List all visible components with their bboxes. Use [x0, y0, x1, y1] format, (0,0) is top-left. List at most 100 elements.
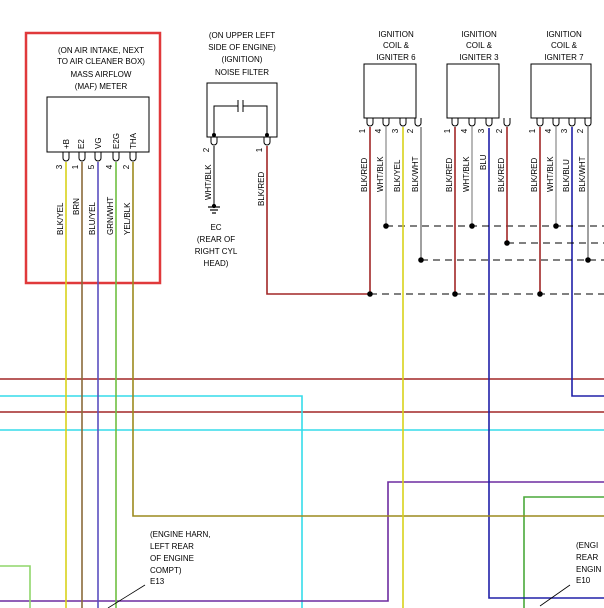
splice-dot: [537, 291, 543, 297]
filter-component-box: [206, 82, 278, 138]
filter-location-line-1: (ON UPPER LEFT: [209, 31, 275, 40]
maf-terminal-+B: +B: [62, 139, 71, 149]
filter-name-line-1: (IGNITION): [222, 55, 263, 64]
maf-location-line-2: TO AIR CLEANER BOX): [57, 57, 145, 66]
coil-component-box: [530, 63, 592, 119]
filter-pin: 2: [202, 147, 211, 152]
splice-dot: [585, 257, 591, 263]
filter-wire-label: BLK/RED: [257, 172, 266, 206]
wire-green-right: [523, 496, 604, 608]
coil-pin: 1: [443, 128, 452, 133]
ground-icon: [208, 203, 220, 214]
filter-location-line-2: SIDE OF ENGINE): [208, 43, 276, 52]
connector-label-line-4: COMPT): [150, 566, 182, 575]
coil-pin: 3: [560, 128, 569, 133]
splice-dot: [418, 257, 424, 263]
filter-wire-blk-red: [266, 146, 370, 295]
coil-name-line-2: COIL &: [383, 41, 410, 50]
capacitor-icon: [212, 100, 269, 137]
maf-meter: (ON AIR INTAKE, NEXT TO AIR CLEANER BOX)…: [24, 31, 604, 608]
coil-pin: 2: [406, 128, 415, 133]
coil-name-line-2: COIL &: [551, 41, 578, 50]
splice-lines: [370, 225, 604, 295]
wire-blu-coil3: [488, 128, 604, 599]
coil-wire-label: WHT/BLK: [546, 156, 555, 192]
coil-name-line-1: IGNITION: [546, 30, 582, 39]
maf-pin: 2: [122, 164, 131, 169]
coil-wire-label: BLK/YEL: [393, 159, 402, 192]
filter-wire-label: WHT/BLK: [204, 164, 213, 200]
coil-wire-label: BLK/WHT: [411, 156, 420, 192]
coil-pin: 4: [460, 128, 469, 133]
coil-name-line-3: IGNITER 6: [376, 53, 416, 62]
coil-pin: 3: [477, 128, 486, 133]
ground-label-line-1: EC: [210, 223, 221, 232]
splice-dot: [469, 223, 475, 229]
maf-wire-label: YEL/BLK: [123, 202, 132, 235]
coil-pin: 4: [544, 128, 553, 133]
maf-wire-label: BLK/YEL: [56, 202, 65, 235]
connector-label-line-3: ENGIN: [576, 565, 602, 574]
maf-location-line-1: (ON AIR INTAKE, NEXT: [58, 46, 144, 55]
coil-wire-label: BLK/BLU: [562, 159, 571, 192]
maf-terminal-E2G: E2G: [112, 133, 121, 149]
splice-dots: [367, 223, 591, 297]
wire-cyan-1: [0, 395, 303, 608]
ground-label-line-3: RIGHT CYL: [195, 247, 238, 256]
coil-component-box: [446, 63, 500, 119]
coil-pin: 2: [495, 128, 504, 133]
coil-wire-label: BLK/RED: [360, 158, 369, 192]
coil-pin: 4: [374, 128, 383, 133]
coil-wire-label: BLK/WHT: [578, 156, 587, 192]
splice-dot: [367, 291, 373, 297]
wire-navy-right: [571, 160, 604, 397]
connector-e10: (ENGI REAR ENGIN E10: [539, 541, 602, 607]
maf-terminal-THA: THA: [129, 132, 138, 149]
connector-e13: (ENGINE HARN, LEFT REAR OF ENGINE COMPT)…: [107, 530, 210, 608]
coil-name-line-3: IGNITER 3: [459, 53, 499, 62]
connector-label-line-1: (ENGI: [576, 541, 598, 550]
maf-wire-label: GRN/WHT: [106, 197, 115, 235]
maf-terminal-E2: E2: [77, 139, 86, 149]
coil-wire-label: WHT/BLK: [462, 156, 471, 192]
maf-pin: 5: [87, 164, 96, 169]
splice-dot: [452, 291, 458, 297]
maf-pin: 3: [55, 164, 64, 169]
coil-pin: 2: [576, 128, 585, 133]
connector-leader: [539, 584, 571, 607]
ground-label-line-2: (REAR OF: [197, 235, 235, 244]
maf-pin: 4: [105, 164, 114, 169]
maf-wire-label: BLU/YEL: [88, 202, 97, 235]
ground-label-line-4: HEAD): [204, 259, 229, 268]
splice-dot: [383, 223, 389, 229]
splice-dot: [504, 240, 510, 246]
maf-terminal-VG: VG: [94, 137, 103, 149]
splice-dot: [553, 223, 559, 229]
maf-name-line-1: MASS AIRFLOW: [71, 70, 132, 79]
coil-pin: 1: [358, 128, 367, 133]
coil-name-line-2: COIL &: [466, 41, 493, 50]
wire-purple: [0, 481, 604, 602]
coil-pin: 3: [391, 128, 400, 133]
ignition-coil-6: IGNITION COIL & IGNITER 6 1 4 3 2 BLK/RE…: [358, 30, 422, 608]
connector-label-line-2: LEFT REAR: [150, 542, 194, 551]
coil-wire-label: BLK/RED: [445, 158, 454, 192]
noise-filter: (ON UPPER LEFT SIDE OF ENGINE) (IGNITION…: [195, 31, 370, 295]
connector-label-line-1: (ENGINE HARN,: [150, 530, 210, 539]
maf-highlight-box: [24, 31, 162, 285]
ignition-coil-3: IGNITION COIL & IGNITER 3 1 4 3 2 BLK/RE…: [443, 30, 511, 294]
connector-label-line-5: E13: [150, 577, 165, 586]
coil-name-line-3: IGNITER 7: [544, 53, 584, 62]
connector-label-line-2: REAR: [576, 553, 598, 562]
coil-name-line-1: IGNITION: [461, 30, 497, 39]
harness-wires: [0, 128, 604, 608]
maf-pin: 1: [71, 164, 80, 169]
coil-wire-label: BLU: [479, 154, 488, 170]
wire-light-green-left: [0, 565, 31, 608]
maf-component-box: [46, 96, 150, 153]
filter-pin: 1: [255, 147, 264, 152]
coil-pin: 1: [528, 128, 537, 133]
connector-leader: [107, 584, 146, 608]
coil-wire-label: BLK/RED: [497, 158, 506, 192]
